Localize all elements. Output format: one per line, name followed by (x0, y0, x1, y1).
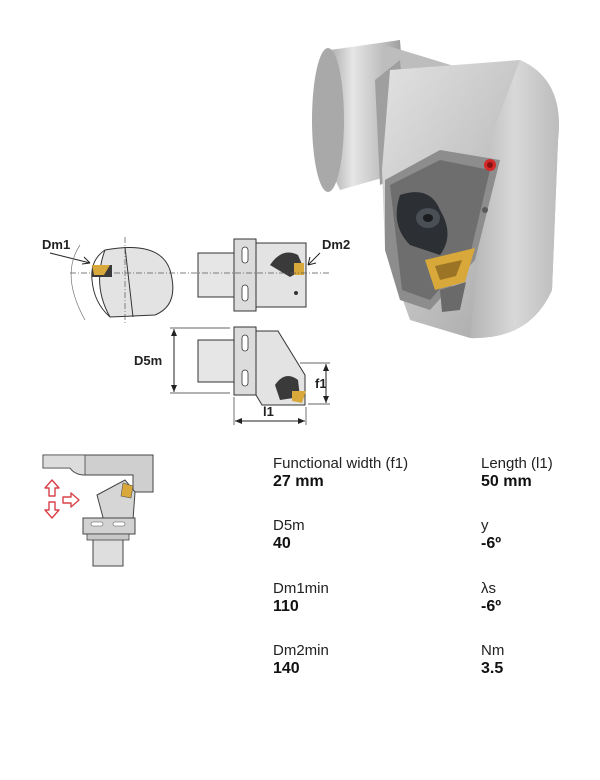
spec-name: Length (l1) (481, 455, 553, 472)
spec-nm: Nm 3.5 (481, 642, 504, 678)
spec-dm1min: Dm1min 110 (273, 580, 329, 616)
front-view (49, 237, 180, 325)
spec-name: λs (481, 580, 496, 597)
spec-length: Length (l1) 50 mm (481, 455, 553, 491)
spec-d5m: D5m 40 (273, 517, 305, 553)
spec-name: y (481, 517, 489, 534)
spec-name: Dm1min (273, 580, 329, 597)
spec-name: D5m (273, 517, 305, 534)
dm1-label: Dm1 (42, 237, 70, 252)
spec-name: Dm2min (273, 642, 329, 659)
dimension-drawing: Dm1 Dm2 (42, 237, 350, 425)
bottom-view (170, 326, 330, 425)
spec-value: -6º (481, 535, 502, 552)
spec-y: y -6º (481, 517, 501, 553)
f1-label: f1 (315, 376, 327, 391)
l1-label: l1 (263, 404, 274, 419)
spec-value: 50 mm (481, 473, 532, 490)
spec-value: 110 (273, 598, 299, 615)
movement-arrows (44, 479, 80, 519)
spec-functional-width: Functional width (f1) 27 mm (273, 455, 408, 491)
application-diagram (42, 454, 154, 567)
spec-dm2min: Dm2min 140 (273, 642, 329, 678)
side-view (180, 238, 330, 312)
dm2-label: Dm2 (322, 237, 350, 252)
spec-name: Functional width (f1) (273, 455, 409, 472)
spec-lambda-s: λs -6º (481, 580, 501, 616)
d5m-label: D5m (134, 353, 162, 368)
spec-value: 3.5 (481, 660, 504, 677)
spec-value: 40 (273, 535, 291, 552)
spec-value: 27 mm (273, 473, 324, 490)
product-render (312, 40, 559, 339)
spec-value: 140 (273, 660, 300, 677)
spec-value: -6º (481, 598, 502, 615)
spec-name: Nm (481, 642, 505, 659)
